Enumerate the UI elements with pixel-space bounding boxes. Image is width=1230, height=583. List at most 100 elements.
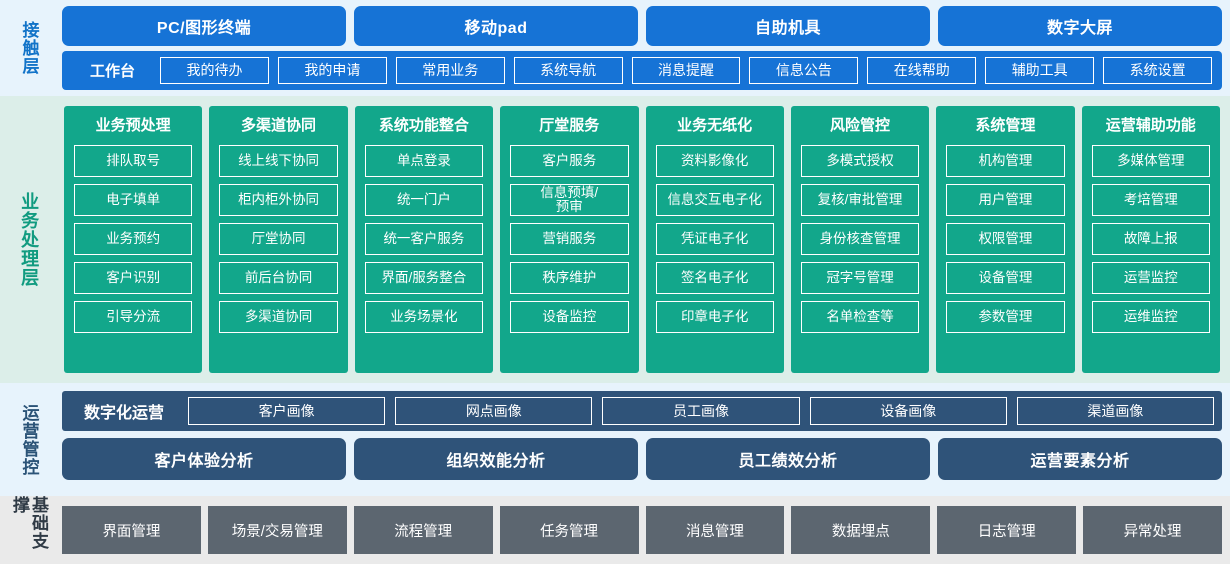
biz-item-info-exchange-electronic[interactable]: 信息交互电子化 (655, 184, 774, 216)
base-item-task-mgmt[interactable]: 任务管理 (499, 506, 639, 554)
base-item-log-mgmt[interactable]: 日志管理 (937, 506, 1077, 554)
biz-item-identity-verification[interactable]: 身份核查管理 (800, 223, 920, 255)
base-item-exception-handling[interactable]: 异常处理 (1083, 506, 1222, 554)
channel-self-service[interactable]: 自助机具 (646, 6, 930, 46)
biz-item-signature-electronic[interactable]: 签名电子化 (655, 262, 774, 294)
operations-analysis-row: 客户体验分析 组织效能分析 员工绩效分析 运营要素分析 (62, 438, 1222, 480)
biz-item-queue-number[interactable]: 排队取号 (74, 145, 193, 177)
biz-column-multichannel: 多渠道协同 线上线下协同 柜内柜外协同 厅堂协同 前后台协同 多渠道协同 (209, 106, 348, 373)
biz-item-multimode-authorization[interactable]: 多模式授权 (800, 145, 920, 177)
biz-item-org-mgmt[interactable]: 机构管理 (946, 145, 1065, 177)
biz-item-maintenance-monitor[interactable]: 运维监控 (1091, 301, 1210, 333)
biz-item-permission-mgmt[interactable]: 权限管理 (946, 223, 1065, 255)
biz-item-multimedia-mgmt[interactable]: 多媒体管理 (1091, 145, 1210, 177)
biz-column-title: 多渠道协同 (241, 117, 317, 134)
analysis-operation-factors[interactable]: 运营要素分析 (938, 438, 1222, 480)
biz-item-online-offline-sync[interactable]: 线上线下协同 (219, 145, 338, 177)
base-item-data-tracking[interactable]: 数据埋点 (791, 506, 931, 554)
workbench-item-message-alert[interactable]: 消息提醒 (631, 56, 741, 84)
biz-column-title: 风险管控 (830, 117, 891, 134)
biz-item-sso[interactable]: 单点登录 (364, 145, 484, 177)
biz-item-counter-inout-sync[interactable]: 柜内柜外协同 (219, 184, 338, 216)
workbench-item-system-nav[interactable]: 系统导航 (513, 56, 623, 84)
layer-business-body: 业务预处理 排队取号 电子填单 业务预约 客户识别 引导分流 多渠道协同 线上线… (58, 96, 1230, 383)
biz-item-user-mgmt[interactable]: 用户管理 (946, 184, 1065, 216)
biz-item-customer-service[interactable]: 客户服务 (510, 145, 629, 177)
digital-operations-bar: 数字化运营 客户画像 网点画像 员工画像 设备画像 渠道画像 (62, 391, 1222, 431)
channel-pc[interactable]: PC/图形终端 (62, 6, 346, 46)
base-item-ui-mgmt[interactable]: 界面管理 (62, 506, 201, 554)
biz-column-title: 业务无纸化 (677, 117, 753, 134)
portrait-device[interactable]: 设备画像 (809, 397, 1007, 425)
biz-item-front-back-sync[interactable]: 前后台协同 (219, 262, 338, 294)
biz-column-system-integration: 系统功能整合 单点登录 统一门户 统一客户服务 界面/服务整合 业务场景化 (354, 106, 494, 373)
biz-column-preprocess: 业务预处理 排队取号 电子填单 业务预约 客户识别 引导分流 (64, 106, 203, 373)
biz-column-paperless: 业务无纸化 资料影像化 信息交互电子化 凭证电子化 签名电子化 印章电子化 (645, 106, 784, 373)
workbench-item-system-settings[interactable]: 系统设置 (1103, 56, 1213, 84)
portrait-branch[interactable]: 网点画像 (395, 397, 593, 425)
biz-item-seal-electronic[interactable]: 印章电子化 (655, 301, 774, 333)
biz-item-watchlist-check[interactable]: 名单检查等 (800, 301, 920, 333)
channel-digital-screen[interactable]: 数字大屏 (938, 6, 1222, 46)
biz-item-device-monitor[interactable]: 设备监控 (510, 301, 629, 333)
channel-row: PC/图形终端 移动pad 自助机具 数字大屏 (62, 6, 1222, 46)
analysis-customer-experience[interactable]: 客户体验分析 (62, 438, 346, 480)
biz-column-title: 系统功能整合 (378, 117, 469, 134)
digital-operations-title: 数字化运营 (84, 405, 165, 422)
biz-item-ui-service-integration[interactable]: 界面/服务整合 (364, 262, 484, 294)
biz-item-training-mgmt[interactable]: 考培管理 (1091, 184, 1210, 216)
biz-item-unified-portal[interactable]: 统一门户 (364, 184, 484, 216)
layer-operations: 运营管控 数字化运营 客户画像 网点画像 员工画像 设备画像 渠道画像 客户体验… (0, 383, 1230, 496)
biz-item-order-maintenance[interactable]: 秩序维护 (510, 262, 629, 294)
biz-item-customer-identify[interactable]: 客户识别 (74, 262, 193, 294)
workbench-item-announcement[interactable]: 信息公告 (749, 56, 859, 84)
workbench-item-aux-tools[interactable]: 辅助工具 (985, 56, 1095, 84)
biz-item-appointment[interactable]: 业务预约 (74, 223, 193, 255)
layer-contact: 接触层 PC/图形终端 移动pad 自助机具 数字大屏 工作台 我的待办 我的申… (0, 0, 1230, 96)
workbench-title: 工作台 (90, 62, 136, 80)
biz-column-title: 业务预处理 (95, 117, 171, 134)
base-item-message-mgmt[interactable]: 消息管理 (645, 506, 785, 554)
workbench-item-online-help[interactable]: 在线帮助 (867, 56, 977, 84)
biz-item-unified-customer-service[interactable]: 统一客户服务 (364, 223, 484, 255)
portrait-customer[interactable]: 客户画像 (188, 397, 386, 425)
biz-item-parameter-mgmt[interactable]: 参数管理 (946, 301, 1065, 333)
portrait-channel[interactable]: 渠道画像 (1016, 397, 1215, 425)
base-item-scenario-transaction-mgmt[interactable]: 场景/交易管理 (207, 506, 347, 554)
layer-label-contact: 接触层 (19, 21, 39, 75)
workbench-bar: 工作台 我的待办 我的申请 常用业务 系统导航 消息提醒 信息公告 在线帮助 辅… (62, 50, 1222, 90)
biz-item-operation-monitor[interactable]: 运营监控 (1091, 262, 1210, 294)
workbench-item-my-application[interactable]: 我的申请 (277, 56, 387, 84)
biz-item-prefill-prereview[interactable]: 信息预填/ 预审 (510, 184, 629, 216)
biz-item-e-form[interactable]: 电子填单 (74, 184, 193, 216)
biz-item-serial-number-mgmt[interactable]: 冠字号管理 (800, 262, 920, 294)
biz-item-guide-diversion[interactable]: 引导分流 (74, 301, 193, 333)
workbench-item-common-business[interactable]: 常用业务 (395, 56, 505, 84)
analysis-org-efficiency[interactable]: 组织效能分析 (354, 438, 638, 480)
biz-column-title: 运营辅助功能 (1105, 117, 1196, 134)
biz-item-lobby-sync[interactable]: 厅堂协同 (219, 223, 338, 255)
channel-mobile-pad[interactable]: 移动pad (354, 6, 638, 46)
base-item-process-mgmt[interactable]: 流程管理 (353, 506, 493, 554)
layer-base-support: 基础支撑 界面管理 场景/交易管理 流程管理 任务管理 消息管理 数据埋点 日志… (0, 496, 1230, 564)
biz-item-document-imaging[interactable]: 资料影像化 (655, 145, 774, 177)
biz-column-ops-support: 运营辅助功能 多媒体管理 考培管理 故障上报 运营监控 运维监控 (1081, 106, 1220, 373)
biz-column-risk-control: 风险管控 多模式授权 复核/审批管理 身份核查管理 冠字号管理 名单检查等 (790, 106, 930, 373)
layer-business: 业务处理层 业务预处理 排队取号 电子填单 业务预约 客户识别 引导分流 多渠道… (0, 96, 1230, 383)
layer-label-business: 业务处理层 (19, 192, 40, 287)
biz-item-device-mgmt[interactable]: 设备管理 (946, 262, 1065, 294)
biz-item-review-approval[interactable]: 复核/审批管理 (800, 184, 920, 216)
portrait-employee[interactable]: 员工画像 (602, 397, 800, 425)
analysis-employee-performance[interactable]: 员工绩效分析 (646, 438, 930, 480)
biz-item-business-scenario[interactable]: 业务场景化 (364, 301, 484, 333)
biz-item-marketing-service[interactable]: 营销服务 (510, 223, 629, 255)
layer-label-base-support: 基础支撑 (10, 496, 49, 550)
biz-column-title: 系统管理 (975, 117, 1036, 134)
biz-item-multichannel-sync[interactable]: 多渠道协同 (219, 301, 338, 333)
workbench-item-my-todo[interactable]: 我的待办 (160, 56, 269, 84)
biz-column-lobby-service: 厅堂服务 客户服务 信息预填/ 预审 营销服务 秩序维护 设备监控 (500, 106, 639, 373)
biz-item-fault-report[interactable]: 故障上报 (1091, 223, 1210, 255)
layer-operations-body: 数字化运营 客户画像 网点画像 员工画像 设备画像 渠道画像 客户体验分析 组织… (58, 383, 1230, 496)
biz-item-voucher-electronic[interactable]: 凭证电子化 (655, 223, 774, 255)
